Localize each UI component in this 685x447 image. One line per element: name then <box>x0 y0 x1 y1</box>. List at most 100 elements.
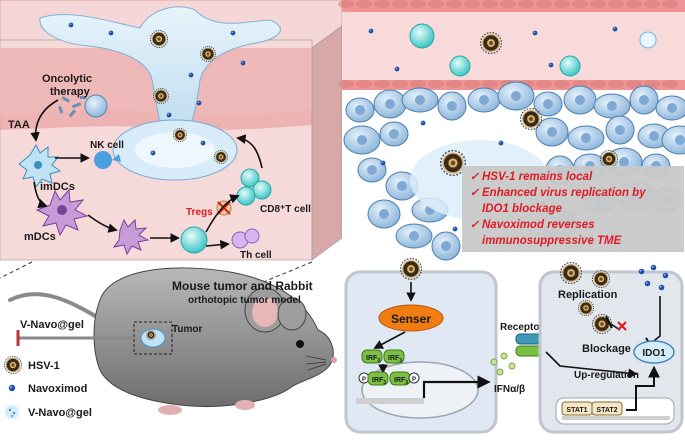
tumor-cell-nucleus <box>357 135 367 145</box>
irf3-phospho-nucleus <box>356 371 424 404</box>
finding-line: HSV-1 remains local <box>482 171 593 183</box>
endothelial-cell <box>374 0 390 8</box>
tumor-cell-nucleus <box>619 157 629 167</box>
endothelial-cell <box>356 80 372 88</box>
senser-label: Senser <box>391 312 431 326</box>
navoximod-dot-icon <box>8 384 16 392</box>
tumor-cell-nucleus <box>385 99 395 109</box>
endothelial-cell <box>608 0 624 8</box>
irf3-dimer-cytoplasm <box>361 349 405 364</box>
tumor-cell-nucleus <box>447 101 457 111</box>
irf-label-1: IRF3 <box>366 355 380 364</box>
endothelial-cell <box>410 0 426 8</box>
mdc-cell-icon <box>35 188 150 256</box>
endothelial-cell <box>536 0 552 8</box>
endothelial-cell <box>410 80 426 88</box>
cd8-label: CD8⁺T cell <box>260 204 311 215</box>
ido1-label: IDO1 <box>642 348 666 359</box>
endothelial-cell <box>338 0 354 8</box>
stat-dimer <box>561 401 670 420</box>
nk-cell-icon <box>94 151 121 169</box>
endothelial-cell <box>608 80 624 88</box>
callout-line-left <box>0 261 33 279</box>
senser-oval <box>378 304 444 332</box>
legend: HSV-1 Navoximod V-Navo@gel <box>4 356 92 419</box>
cd8-t-cell-icon <box>236 168 272 206</box>
model-label-1: Mouse tumor and Rabbit <box>172 279 313 293</box>
legend-label-hsv1: HSV-1 <box>28 360 60 372</box>
imdc-cell-icon <box>18 143 62 189</box>
oncolytic-label-1: Oncolytic <box>42 73 92 85</box>
finding-line: Enhanced virus replication by <box>482 187 646 199</box>
tumor-cell-nucleus <box>543 99 553 109</box>
nk-cell-label: NK cell <box>90 140 124 151</box>
endothelial-cell <box>464 0 480 8</box>
irf-subscript: 3 <box>377 358 380 364</box>
endothelial-cell <box>554 80 570 88</box>
endothelial-cell <box>590 80 606 88</box>
tumor-cell-nucleus <box>615 125 625 135</box>
tumor-cell-nucleus <box>667 103 677 113</box>
tumor-cell-nucleus <box>511 91 521 101</box>
tregs-label: Tregs <box>186 207 213 218</box>
endothelial-cell <box>356 0 372 8</box>
irf-label-3: IRF3 <box>372 377 386 386</box>
endothelial-cell <box>536 80 552 88</box>
tumor-cell-nucleus <box>575 95 585 105</box>
th-cell-label: Th cell <box>240 250 272 261</box>
vessel-panel <box>338 0 685 90</box>
tumor-cell <box>661 125 685 155</box>
model-label-2: orthotopic tumor model <box>188 295 301 306</box>
ido1-oval <box>633 340 675 364</box>
irf-subscript: 3 <box>383 380 386 386</box>
phospho-label-2: P <box>412 377 416 383</box>
tumor-cell-nucleus <box>441 241 451 251</box>
imdcs-label: imDCs <box>40 181 75 193</box>
finding-line: IDO1 blockage <box>482 203 562 215</box>
tumor-cell-nucleus <box>415 95 425 105</box>
tumor-label: Tumor <box>172 324 202 335</box>
endothelial-cell <box>482 80 498 88</box>
tumor-cell-nucleus <box>607 101 617 111</box>
endothelial-cell <box>644 0 660 8</box>
tumor-cell-nucleus <box>479 95 489 105</box>
v-navo-gel-pointer-label: V-Navo@gel <box>20 319 84 331</box>
endothelial-cell <box>644 80 660 88</box>
receptor-label: Receptor <box>500 322 543 333</box>
check-icon: ✓ <box>470 187 480 199</box>
endothelial-cell <box>500 0 516 8</box>
irf-label-4: IRF3 <box>394 377 408 386</box>
endothelial-cell <box>626 80 642 88</box>
check-icon: ✓ <box>470 171 480 183</box>
ifn-label: IFNα/β <box>494 384 525 395</box>
endothelial-cell <box>338 80 354 88</box>
oncolytic-label-2: therapy <box>50 86 91 98</box>
ifn-molecules <box>490 352 516 376</box>
tumor-cell-nucleus <box>639 95 649 105</box>
irf-label-2: IRF3 <box>388 355 402 364</box>
tumor-cell-nucleus <box>547 127 557 137</box>
endothelial-cell <box>482 0 498 8</box>
tregs-blocked-icon <box>216 200 232 216</box>
immune-cycle <box>18 94 272 256</box>
endothelial-cell <box>626 0 642 8</box>
findings-box: ✓HSV-1 remains local✓Enhanced virus repl… <box>462 166 684 252</box>
stat1-label: STAT1 <box>566 407 587 414</box>
tumor-cell-nucleus <box>355 105 365 115</box>
finding-line: immunosuppressive TME <box>482 235 622 247</box>
endothelial-cell <box>374 80 390 88</box>
tumor-cell-nucleus <box>675 135 685 145</box>
endothelial-cell <box>446 0 462 8</box>
stat2-label: STAT2 <box>596 407 617 414</box>
tumor-cell-nucleus <box>581 133 591 143</box>
irf-subscript: 3 <box>405 380 408 386</box>
endothelial-cell <box>428 80 444 88</box>
endothelial-cell <box>590 0 606 8</box>
tumor-cell-nucleus <box>379 209 389 219</box>
legend-label-navoximod: Navoximod <box>28 383 87 395</box>
blockage-x-icon <box>617 321 627 331</box>
endothelial-cell <box>392 0 408 8</box>
tumor-cell-nucleus <box>367 165 377 175</box>
endothelial-cell <box>392 80 408 88</box>
